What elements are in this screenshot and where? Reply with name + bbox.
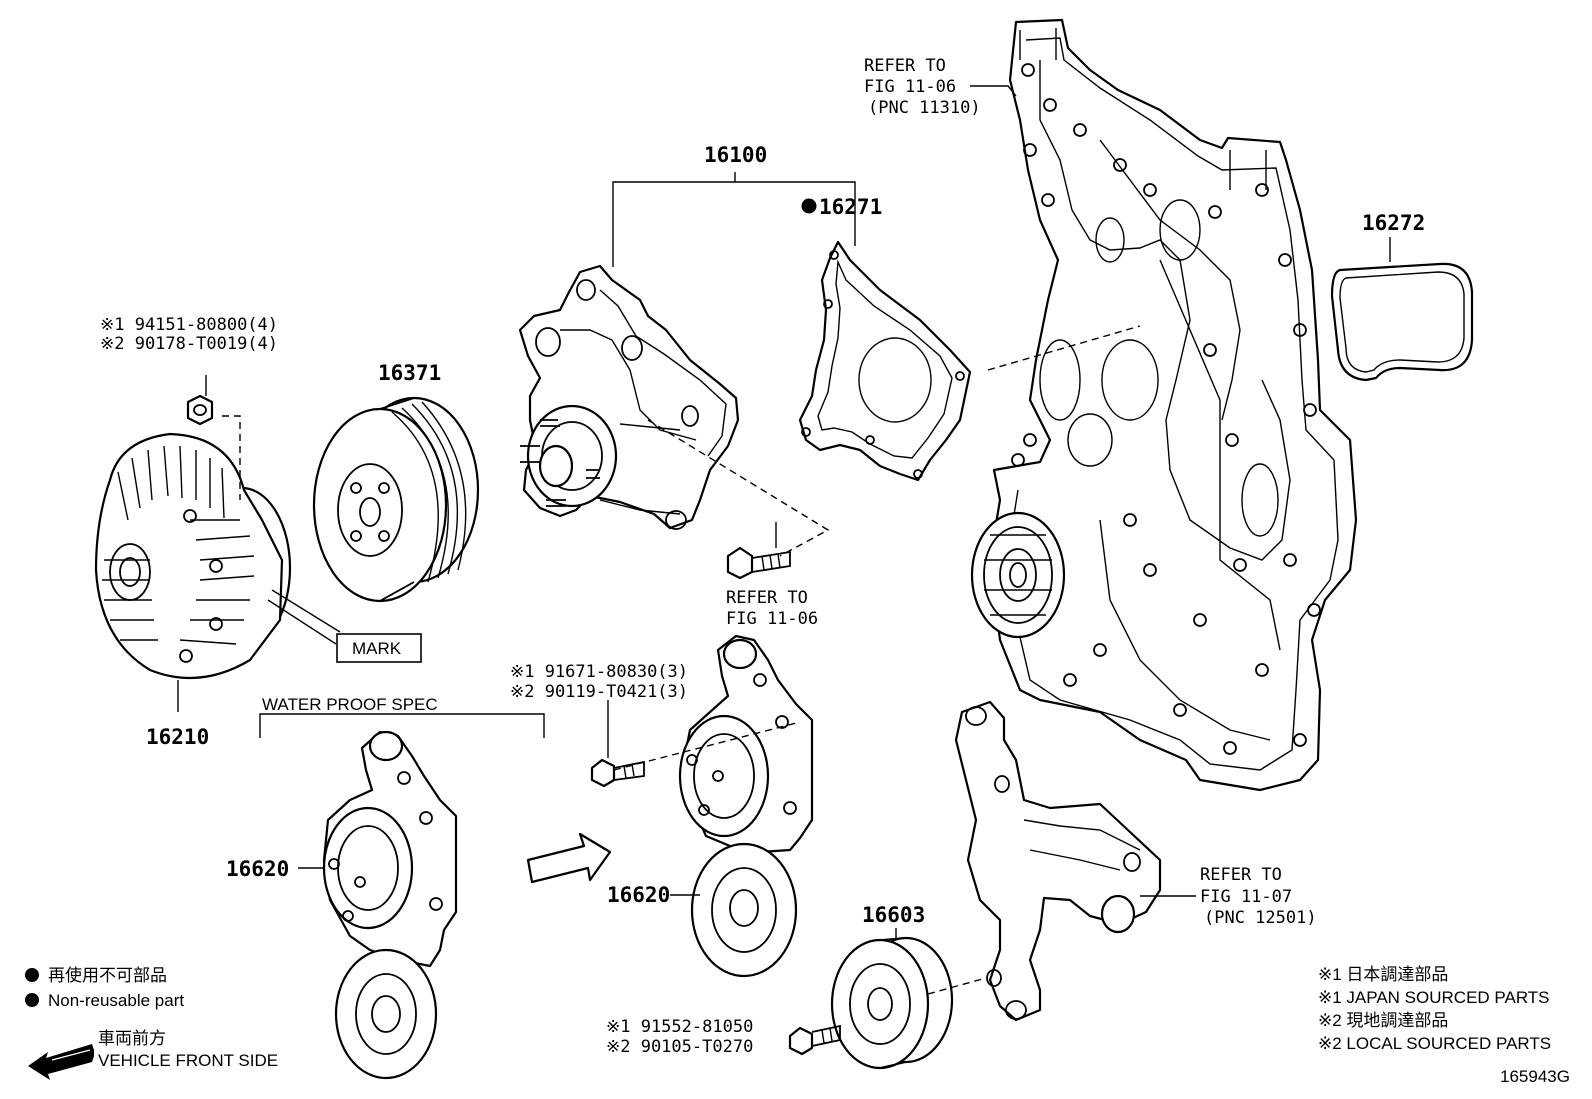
accessory-bracket [954, 700, 1162, 1022]
o-ring [1330, 262, 1474, 382]
fan-coupling [94, 432, 292, 680]
legend-dot-icon [25, 968, 39, 982]
label-16271: 16271 [819, 195, 882, 219]
label-16371: 16371 [378, 361, 441, 385]
tensioner-right [678, 634, 814, 978]
refer-bolt-1: REFER TO [726, 588, 808, 608]
shift-arrow-icon [526, 832, 612, 884]
refer-bracket-2: FIG 11-07 [1200, 887, 1292, 907]
crank-seal [970, 511, 1066, 639]
legend-front-jp: 車両前方 [98, 1029, 166, 1048]
mark-label: MARK [352, 639, 402, 658]
tensioner-bolt-number-2: ※2 90119-T0421(3) [510, 682, 688, 702]
label-16603: 16603 [862, 903, 925, 927]
refer-bolt-2: FIG 11-06 [726, 609, 818, 629]
refer-cover-1: REFER TO [864, 56, 946, 76]
figure-id: 165943G [1500, 1067, 1570, 1086]
label-16272: 16272 [1362, 211, 1425, 235]
label-16210: 16210 [146, 725, 209, 749]
legend-nonreusable-en: Non-reusable part [48, 991, 184, 1010]
legend-front-en: VEHICLE FRONT SIDE [98, 1051, 278, 1070]
sourcing-line-3: ※2 現地調達部品 [1318, 1011, 1448, 1030]
refer-bracket-3: (PNC 12501) [1204, 908, 1317, 928]
hex-nut-icon [186, 394, 214, 426]
mark-box [336, 633, 422, 663]
leader-lines [177, 85, 1391, 995]
idler-pulley [830, 936, 954, 1070]
water-pump [518, 264, 740, 530]
legend-nonreusable-jp: 再使用不可部品 [48, 965, 167, 985]
front-arrow-icon [28, 1044, 94, 1080]
refer-cover-3: (PNC 11310) [868, 98, 981, 118]
refer-cover-2: FIG 11-06 [864, 77, 956, 97]
nut-part-number-2: ※2 90178-T0019(4) [100, 334, 278, 354]
idler-bolt-number-2: ※2 90105-T0270 [606, 1037, 753, 1057]
idler-bolt-icon [788, 1024, 841, 1056]
waterproof-label: WATER PROOF SPEC [262, 695, 438, 714]
idler-bolt-number-1: ※1 91552-81050 [606, 1017, 753, 1037]
legend-dot-icon-2 [25, 993, 39, 1007]
label-16100: 16100 [704, 143, 767, 167]
tensioner-left [322, 730, 458, 1080]
cover-bolt-holes [1011, 63, 1321, 755]
sourcing-line-1: ※1 日本調達部品 [1318, 965, 1448, 984]
tensioner-bolt-icon [590, 758, 645, 788]
sourcing-line-4: ※2 LOCAL SOURCED PARTS [1318, 1034, 1551, 1053]
timing-chain-cover [970, 18, 1358, 792]
tensioner-bolt-number-1: ※1 91671-80830(3) [510, 662, 688, 682]
label-16620-left: 16620 [226, 857, 289, 881]
fan-pulley [312, 396, 480, 603]
label-16620-right: 16620 [607, 883, 670, 907]
refer-bracket-1: REFER TO [1200, 865, 1282, 885]
sourcing-line-2: ※1 JAPAN SOURCED PARTS [1318, 988, 1550, 1007]
bolt-icon [726, 546, 791, 580]
non-reusable-dot-icon [801, 198, 817, 214]
nut-part-number-1: ※1 94151-80800(4) [100, 315, 278, 335]
water-pump-gasket [798, 240, 972, 482]
